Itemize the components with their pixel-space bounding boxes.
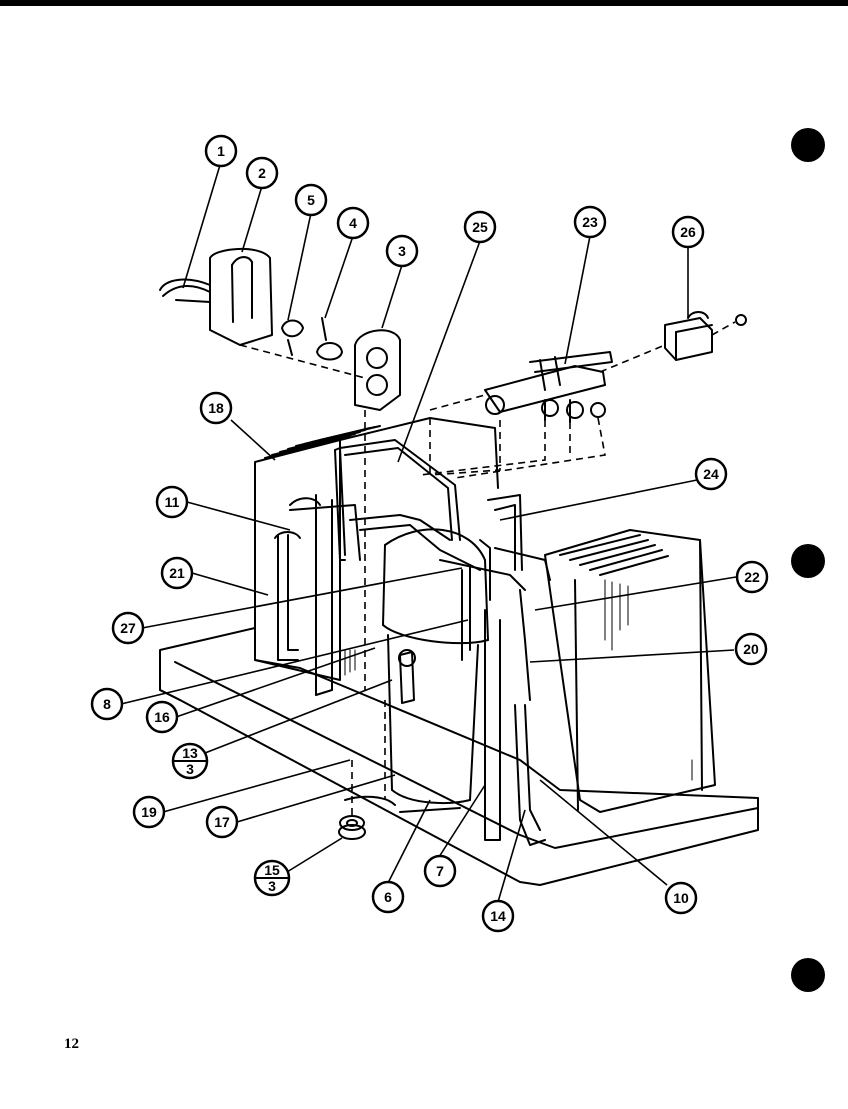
refrigerant-tubing — [274, 439, 551, 846]
fraction-numerator: 13 — [182, 745, 198, 761]
callout-8: 8 — [90, 687, 124, 721]
callout-26: 26 — [671, 215, 705, 249]
callout-label: 18 — [208, 400, 224, 416]
callout-16: 16 — [145, 700, 179, 734]
callout-25: 25 — [463, 210, 497, 244]
callout-14: 14 — [481, 899, 515, 933]
callout-23: 23 — [573, 205, 607, 239]
rubber-grommet — [338, 815, 366, 840]
mounting-bolt — [398, 649, 416, 704]
terminal-cover — [159, 247, 273, 346]
overload-parts — [281, 317, 343, 361]
callout-label: 8 — [103, 696, 111, 712]
callout-24: 24 — [694, 457, 728, 491]
callout-7: 7 — [423, 854, 457, 888]
page-number: 12 — [64, 1036, 79, 1052]
callout-2: 2 — [245, 156, 279, 190]
mounting-bracket — [354, 329, 401, 411]
callout-1: 1 — [204, 134, 238, 168]
callout-label: 20 — [743, 641, 759, 657]
callout-label: 3 — [398, 243, 406, 259]
callout-label: 22 — [744, 569, 760, 585]
left-coil — [254, 417, 499, 696]
callout-label: 6 — [384, 889, 392, 905]
leader-lines — [120, 164, 737, 903]
callout-17: 17 — [205, 805, 239, 839]
callout-label: 10 — [673, 890, 689, 906]
callout-10: 10 — [664, 881, 698, 915]
callout-22: 22 — [735, 560, 769, 594]
callout-20: 20 — [734, 632, 768, 666]
fraction-numerator: 15 — [264, 862, 280, 878]
capillary-assembly — [484, 351, 613, 423]
callout-11: 11 — [155, 485, 189, 519]
callout-label: 19 — [141, 804, 157, 820]
callout-label: 1 — [217, 143, 225, 159]
solenoid-relay — [664, 311, 747, 361]
callout-4: 4 — [336, 206, 370, 240]
callout-27: 27 — [111, 611, 145, 645]
fraction-denominator: 3 — [268, 878, 276, 894]
compressor — [344, 528, 489, 813]
callout-label: 4 — [349, 215, 357, 231]
callout-19: 19 — [132, 795, 166, 829]
top-border — [0, 0, 848, 6]
callout-5: 5 — [294, 183, 328, 217]
callout-label: 16 — [154, 709, 170, 725]
callout-label: 24 — [703, 466, 719, 482]
callout-label: 23 — [582, 214, 598, 230]
callout-label: 5 — [307, 192, 315, 208]
callout-6: 6 — [371, 880, 405, 914]
right-coil — [544, 529, 716, 813]
callout-3: 3 — [385, 234, 419, 268]
fraction-callout-13-3: 133 — [171, 742, 209, 780]
callout-label: 17 — [214, 814, 230, 830]
callout-label: 26 — [680, 224, 696, 240]
callout-label: 14 — [490, 908, 506, 924]
callout-label: 25 — [472, 219, 488, 235]
callout-label: 11 — [165, 494, 180, 510]
exploded-dashed-lines — [239, 321, 736, 815]
fraction-denominator: 3 — [186, 761, 194, 777]
callout-18: 18 — [199, 391, 233, 425]
registration-dots — [791, 128, 825, 992]
callout-label: 2 — [258, 165, 266, 181]
callout-label: 21 — [169, 565, 185, 581]
fraction-callout-15-3: 153 — [253, 859, 291, 897]
base-pan — [159, 627, 759, 886]
callout-label: 27 — [120, 620, 136, 636]
callout-21: 21 — [160, 556, 194, 590]
callout-label: 7 — [436, 863, 444, 879]
